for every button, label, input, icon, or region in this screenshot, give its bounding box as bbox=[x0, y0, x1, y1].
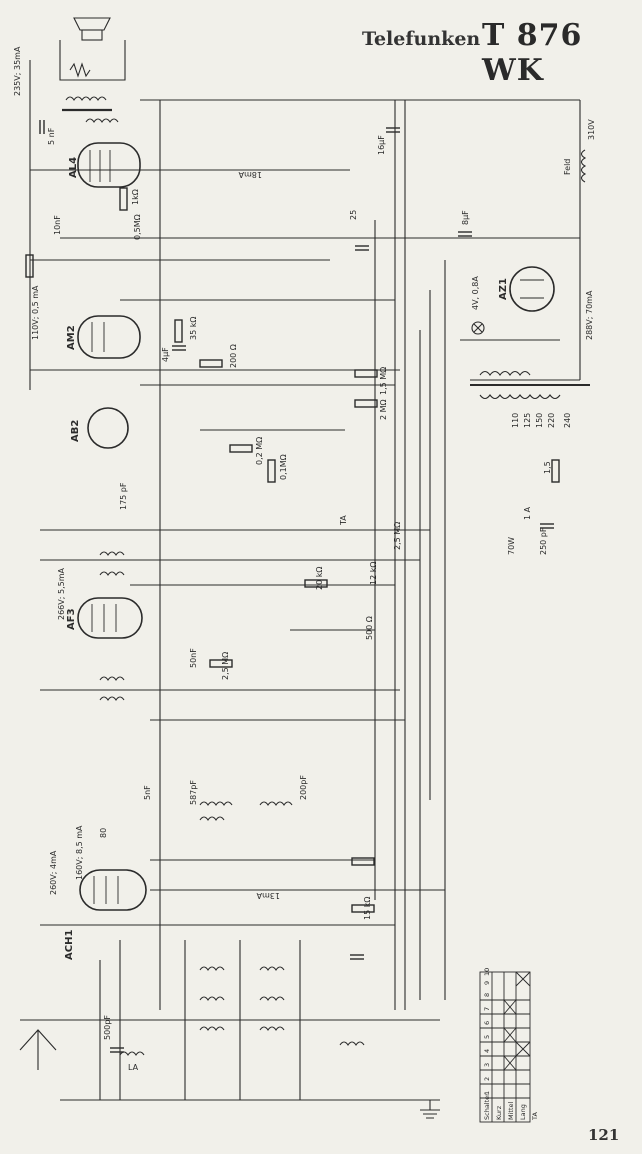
switch-table-col-7: 7 bbox=[483, 1007, 491, 1011]
tube-label-am2: AM2 bbox=[66, 325, 77, 350]
tap-150: 150 bbox=[535, 413, 544, 428]
label-feld: Feld bbox=[563, 159, 572, 175]
label-8uf: 8μF bbox=[461, 210, 470, 225]
brand-title: Telefunken bbox=[362, 28, 481, 50]
lamp-icon bbox=[471, 321, 485, 335]
label-1k: 1kΩ bbox=[131, 189, 140, 205]
label-02m: 0,2 MΩ bbox=[255, 437, 264, 465]
switch-table-col-3: 3 bbox=[483, 1063, 491, 1067]
page-number: 121 bbox=[588, 1126, 620, 1144]
tap-110: 110 bbox=[511, 413, 520, 428]
tube-label-az1: AZ1 bbox=[498, 278, 509, 300]
label-15k: 15 kΩ bbox=[363, 897, 372, 920]
switch-table-col-9: 9 bbox=[483, 981, 491, 985]
label-16uf: 16μF bbox=[377, 135, 386, 155]
label-ach1-current: 13mA bbox=[256, 891, 280, 900]
switch-table-col-4: 4 bbox=[483, 1049, 491, 1053]
tube-label-al4: AL4 bbox=[68, 157, 79, 178]
label-lamp: 4V, 0,8A bbox=[471, 276, 480, 310]
switch-table-row-kurz: Kurz bbox=[495, 1105, 503, 1120]
switch-table-col-8: 8 bbox=[483, 993, 491, 997]
label-50nf: 50nF bbox=[189, 648, 198, 668]
label-feld-voltage: 310V bbox=[587, 119, 596, 140]
label-2ll: 2,5 MΩ bbox=[393, 522, 402, 550]
label-15m: 1,5 MΩ bbox=[379, 367, 388, 395]
switch-table-col-2: 2 bbox=[483, 1077, 491, 1081]
switch-table-row-ta: TA bbox=[531, 1112, 539, 1121]
tap-240: 240 bbox=[563, 413, 572, 428]
switch-table-col-6: 6 bbox=[483, 1021, 491, 1025]
label-12k: 12 kΩ bbox=[369, 562, 378, 585]
label-200: 200 Ω bbox=[229, 344, 238, 368]
label-fuse: 1 A bbox=[523, 506, 532, 520]
label-200pf: 200pF bbox=[299, 775, 308, 800]
label-ach1-anode: 160V; 8,5 mA bbox=[75, 825, 84, 880]
label-35k: 35 kΩ bbox=[189, 317, 198, 340]
label-500: 500 Ω bbox=[365, 616, 374, 640]
ground-icon bbox=[420, 1100, 440, 1119]
model-title: T 876 WK bbox=[482, 18, 583, 88]
tube-label-af3: AF3 bbox=[66, 608, 77, 630]
label-01m: 0,1MΩ bbox=[279, 454, 288, 480]
tube-label-ab2: AB2 bbox=[70, 420, 81, 442]
switch-table-row-lang: Lang bbox=[519, 1104, 527, 1120]
label-supply-top: 235V; 35mA bbox=[13, 46, 22, 96]
label-az1-supply: 288V; 70mA bbox=[585, 290, 594, 340]
switch-table-col-5: 5 bbox=[483, 1035, 491, 1039]
tube-af3 bbox=[77, 597, 143, 639]
label-20k: 20 kΩ bbox=[315, 567, 324, 590]
label-af3-supply: 266V; 5,5mA bbox=[57, 568, 66, 620]
label-587pf: 587pF bbox=[189, 780, 198, 805]
label-r15: 1,5 bbox=[543, 461, 552, 474]
label-al4-current: 18mA bbox=[238, 170, 262, 179]
switch-table-col-1: 1 bbox=[483, 1091, 491, 1095]
switch-table bbox=[479, 971, 531, 1123]
label-5nf-r: 5nF bbox=[143, 785, 152, 800]
tube-label-ach1: ACH1 bbox=[64, 930, 75, 960]
label-cap-250pf: 250 pF bbox=[539, 527, 548, 555]
speaker-icon bbox=[59, 17, 126, 81]
antenna-icon bbox=[19, 1029, 57, 1070]
label-5nf: 5 nF bbox=[47, 127, 56, 145]
label-175pf: 175 pF bbox=[119, 482, 128, 510]
tube-am2 bbox=[77, 315, 141, 359]
label-2m: 2 MΩ bbox=[379, 399, 388, 420]
label-25m: 2,5 MΩ bbox=[221, 652, 230, 680]
label-500pf: 500pF bbox=[103, 1015, 112, 1040]
label-05m: 0,5MΩ bbox=[133, 214, 142, 240]
label-power: 70W bbox=[507, 537, 516, 555]
label-ta: TA bbox=[339, 515, 348, 526]
label-80: 80 bbox=[99, 828, 108, 838]
tube-az1 bbox=[509, 266, 555, 312]
switch-table-col-10: 10 bbox=[483, 968, 491, 976]
switch-table-title: Schalter bbox=[483, 1093, 491, 1120]
tap-220: 220 bbox=[547, 413, 556, 428]
label-am2-supply: 110V; 0,5 mA bbox=[31, 285, 40, 340]
tube-al4 bbox=[77, 142, 141, 188]
tap-125: 125 bbox=[523, 413, 532, 428]
label-ach1-supply: 260V; 4mA bbox=[49, 850, 58, 895]
tube-ab2 bbox=[87, 407, 129, 449]
switch-table-row-mittel: Mittel bbox=[507, 1101, 515, 1120]
label-10nf: 10nF bbox=[53, 215, 62, 235]
label-la: LA bbox=[128, 1063, 139, 1072]
tube-ach1 bbox=[79, 869, 147, 911]
label-4uf: 4μF bbox=[161, 347, 170, 362]
label-25: 25 bbox=[349, 210, 358, 220]
